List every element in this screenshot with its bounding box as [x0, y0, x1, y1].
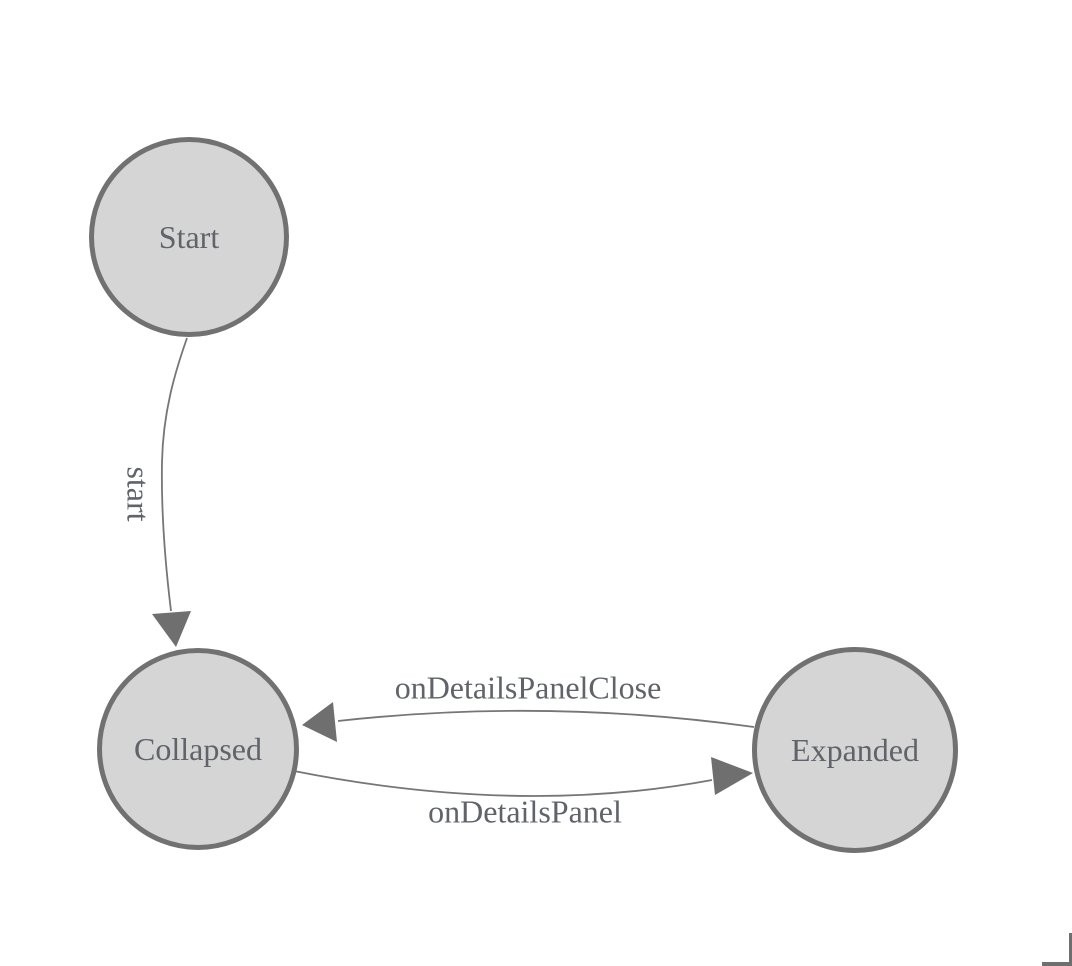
node-collapsed[interactable]: Collapsed — [97, 648, 299, 850]
edge-label-start: start — [120, 466, 157, 522]
node-start-label: Start — [158, 218, 220, 255]
edge-line-ondetailspanel — [293, 770, 713, 797]
arrowhead-start-to-collapsed-icon — [152, 611, 191, 647]
node-expanded[interactable]: Expanded — [752, 647, 958, 853]
node-collapsed-label: Collapsed — [134, 730, 262, 767]
node-expanded-label: Expanded — [791, 731, 919, 768]
edge-line-start — [160, 337, 188, 612]
arrowhead-expanded-to-collapsed-icon — [302, 702, 337, 742]
node-start[interactable]: Start — [89, 137, 289, 337]
edge-line-ondetailspanelclose — [337, 709, 755, 728]
edge-label-ondetailspanelclose: onDetailsPanelClose — [394, 669, 662, 706]
edge-label-ondetailspanel: onDetailsPanel — [428, 793, 622, 830]
corner-bracket-icon — [1069, 933, 1072, 966]
corner-bracket-icon — [1042, 962, 1072, 966]
arrowhead-collapsed-to-expanded-icon — [711, 757, 753, 795]
